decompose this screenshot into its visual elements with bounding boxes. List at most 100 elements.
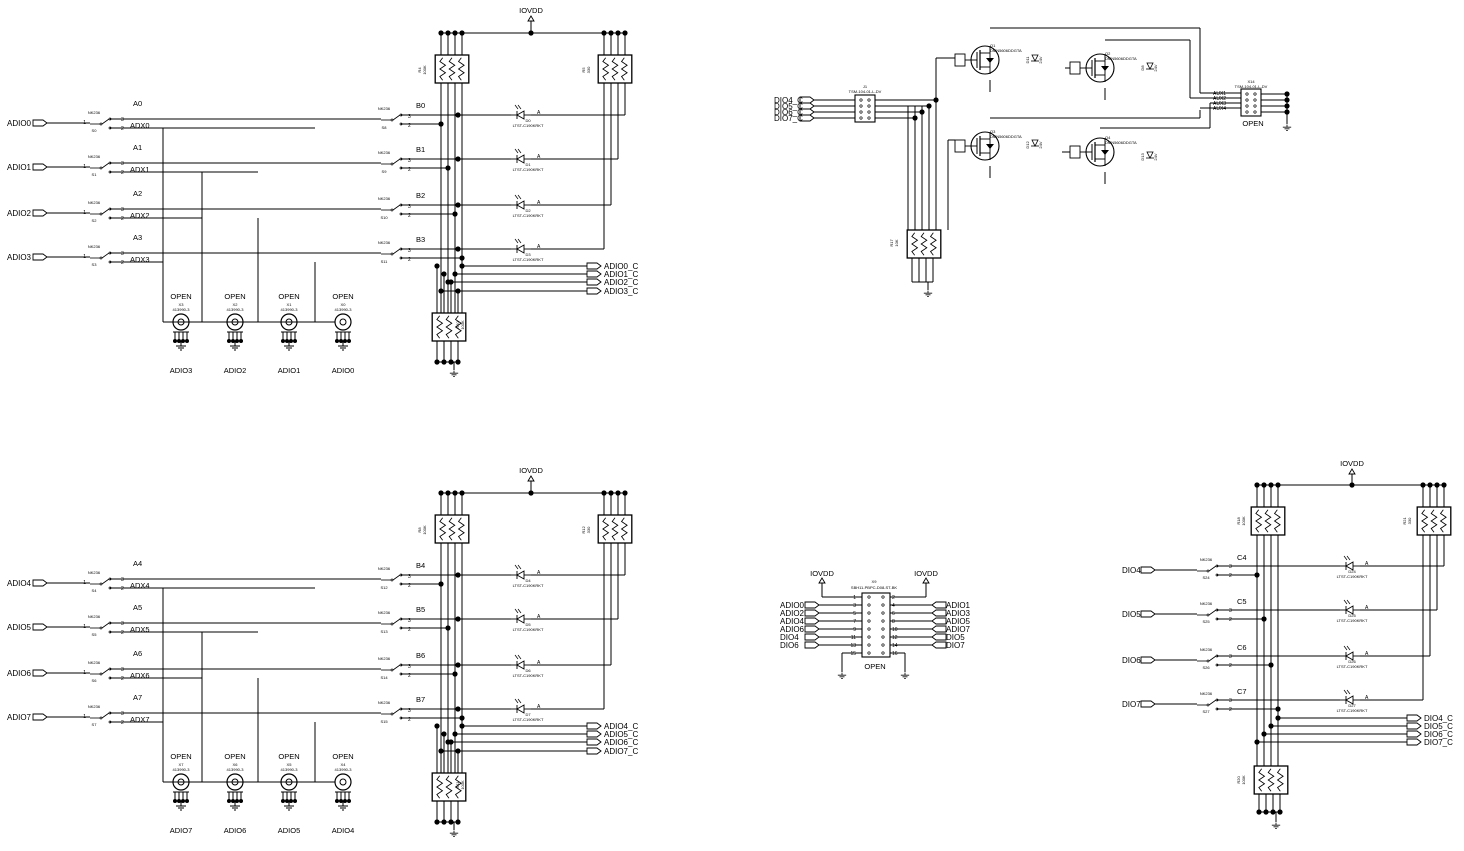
- quad-top-bnc-ref-1: X2: [233, 302, 239, 307]
- dio-c-label-2: DIO6_C: [774, 108, 803, 117]
- quad-top-swr-pin2-1: 2: [408, 167, 411, 173]
- x9-pin: [881, 595, 885, 599]
- quad-top-sw-right-ref-3: S11: [381, 259, 389, 264]
- switch-blade: [101, 622, 110, 629]
- x9-left-pin-0: 1: [853, 595, 856, 601]
- iovdd-arrow: [527, 15, 535, 22]
- x9-pin: [867, 651, 871, 655]
- dio-c-label-1: DIO5_C: [774, 102, 803, 111]
- quad-top-a-label-2: A2: [133, 189, 142, 198]
- junction-dot: [615, 490, 621, 496]
- quad-top-led-1: [510, 148, 532, 164]
- quad-bottom-swr-pin2-0: 2: [408, 583, 411, 589]
- quad-top-bnc-part-0: 413990-3: [173, 307, 191, 312]
- x9-right-label-0: ADIO1: [946, 601, 971, 610]
- quad-top-sw-pin2-0: 2: [121, 126, 124, 132]
- quad-top-sw-left-ref-3: S3: [92, 262, 98, 267]
- quad-top-output-label-0: ADIO0_C: [604, 262, 638, 271]
- quad-bottom-bnc-ref-1: X6: [233, 762, 239, 767]
- x14-pin: [1253, 92, 1257, 96]
- junction-dot: [448, 819, 454, 825]
- quad-bottom-bnc-part-3: 413990-3: [335, 767, 353, 772]
- junction-dot: [455, 616, 461, 622]
- quad-top-swr-pin3-2: 3: [408, 204, 411, 210]
- junction-dot: [434, 723, 440, 729]
- junction-dot: [1261, 482, 1267, 488]
- switch-blade: [392, 248, 401, 255]
- quad-bottom-input-label-3: ADIO7: [7, 713, 32, 722]
- quad-top-rtr-val: 330: [586, 66, 591, 73]
- c-led-ref-0: D24: [1348, 569, 1356, 574]
- junction-dot: [455, 819, 461, 825]
- quad-top-sw-pin2-3: 2: [121, 260, 124, 266]
- quad-bottom-led-pin-2: A: [537, 660, 541, 666]
- quad-top-swr-pin2-0: 2: [408, 123, 411, 129]
- x9-right-pin-2: 6: [892, 611, 895, 617]
- quad-top-led-ref-1: D1: [525, 162, 531, 167]
- quad-bottom-b-label-3: B7: [416, 695, 425, 704]
- switch-contact: [390, 622, 394, 626]
- quad-top-led-pin-1: A: [537, 154, 541, 160]
- x9-pin: [867, 643, 871, 647]
- quad-top-bnc-part-1: 413990-3: [227, 307, 245, 312]
- quad-top-input-port-3: [32, 253, 48, 261]
- x14-pin: [1253, 98, 1257, 102]
- switch-contact: [99, 122, 103, 126]
- c-rb-val: 100K: [1241, 775, 1246, 785]
- quad-bottom-adx-label-3: ADX7: [130, 715, 150, 724]
- c-led-part-2: LTST-C190KRKT: [1337, 664, 1368, 669]
- quad-bottom-output-label-3: ADIO7_C: [604, 747, 638, 756]
- quad-top-sw-left-ref-2: S2: [92, 218, 98, 223]
- quad-bottom-sw-pin3-0: 3: [121, 577, 124, 583]
- quad-bottom-sw-right-part-1: NK236: [378, 610, 391, 615]
- quad-top-sw-pin3-1: 3: [121, 161, 124, 167]
- quad-bottom-sw-left-ref-3: S7: [92, 722, 98, 727]
- quad-bottom-led-pin-1: A: [537, 614, 541, 620]
- quad-top-sw-left-part-1: NK236: [88, 154, 101, 159]
- quad-bottom-a-label-1: A5: [133, 603, 142, 612]
- x9-ground-left: [837, 672, 847, 679]
- switch-contact: [390, 578, 394, 582]
- switch-blade: [392, 114, 401, 121]
- quad-bottom-bnc-0: [172, 773, 190, 811]
- quad-top-led-pin-0: A: [537, 110, 541, 116]
- quad-bottom-adx-label-1: ADX5: [130, 625, 150, 634]
- junction-dot: [448, 279, 454, 285]
- quad-bottom-bnc-net-0: ADIO7: [170, 826, 193, 835]
- c-led-0: [1339, 555, 1361, 571]
- quad-bottom-sw-pin-0: 1: [83, 580, 86, 586]
- quad-top-rb-val: 100K: [460, 320, 465, 330]
- quad-top-bnc-net-2: ADIO1: [278, 366, 301, 375]
- c-led-part-0: LTST-C190KRKT: [1337, 574, 1368, 579]
- switch-contact: [390, 252, 394, 256]
- c-iovdd-label: IOVDD: [1340, 459, 1364, 468]
- quad-bottom-rb-val: 100K: [460, 780, 465, 790]
- quad-top-adx-label-1: ADX1: [130, 165, 150, 174]
- x9-iovdd-left-arrow: [818, 577, 826, 584]
- zener-val-1: 24V: [1153, 64, 1158, 71]
- switch-contact: [99, 212, 103, 216]
- junction-dot: [438, 490, 444, 496]
- quad-bottom-b-label-0: B4: [416, 561, 425, 570]
- quad-bottom-rnet-top-left: [434, 514, 470, 544]
- quad-top-bnc-part-2: 413990-3: [281, 307, 299, 312]
- x9-left-port-0: [804, 601, 820, 609]
- switch-contact: [390, 668, 394, 672]
- quad-top-led-pin-2: A: [537, 200, 541, 206]
- c-input-label-3: DIO7: [1122, 700, 1141, 709]
- switch-contact: [390, 118, 394, 122]
- fet-ref-0: Q1: [990, 43, 996, 48]
- quad-bottom-swr-pin2-2: 2: [408, 673, 411, 679]
- quad-bottom-bnc-open-0: OPEN: [170, 752, 191, 761]
- quad-top-sw-pin-0: 1: [83, 120, 86, 126]
- c-output-port-1: [1406, 722, 1422, 730]
- switch-blade: [101, 668, 110, 675]
- junction-dot: [1263, 809, 1269, 815]
- quad-bottom-bnc-net-2: ADIO5: [278, 826, 301, 835]
- quad-bottom-bnc-3: [334, 773, 352, 811]
- quad-top-input-label-2: ADIO2: [7, 209, 32, 218]
- quad-bottom-input-port-2: [32, 669, 48, 677]
- quad-bottom-led-3: [510, 698, 532, 714]
- quad-top-sw-right-ref-2: S10: [380, 215, 388, 220]
- c-sw-ref-3: S27: [1202, 709, 1210, 714]
